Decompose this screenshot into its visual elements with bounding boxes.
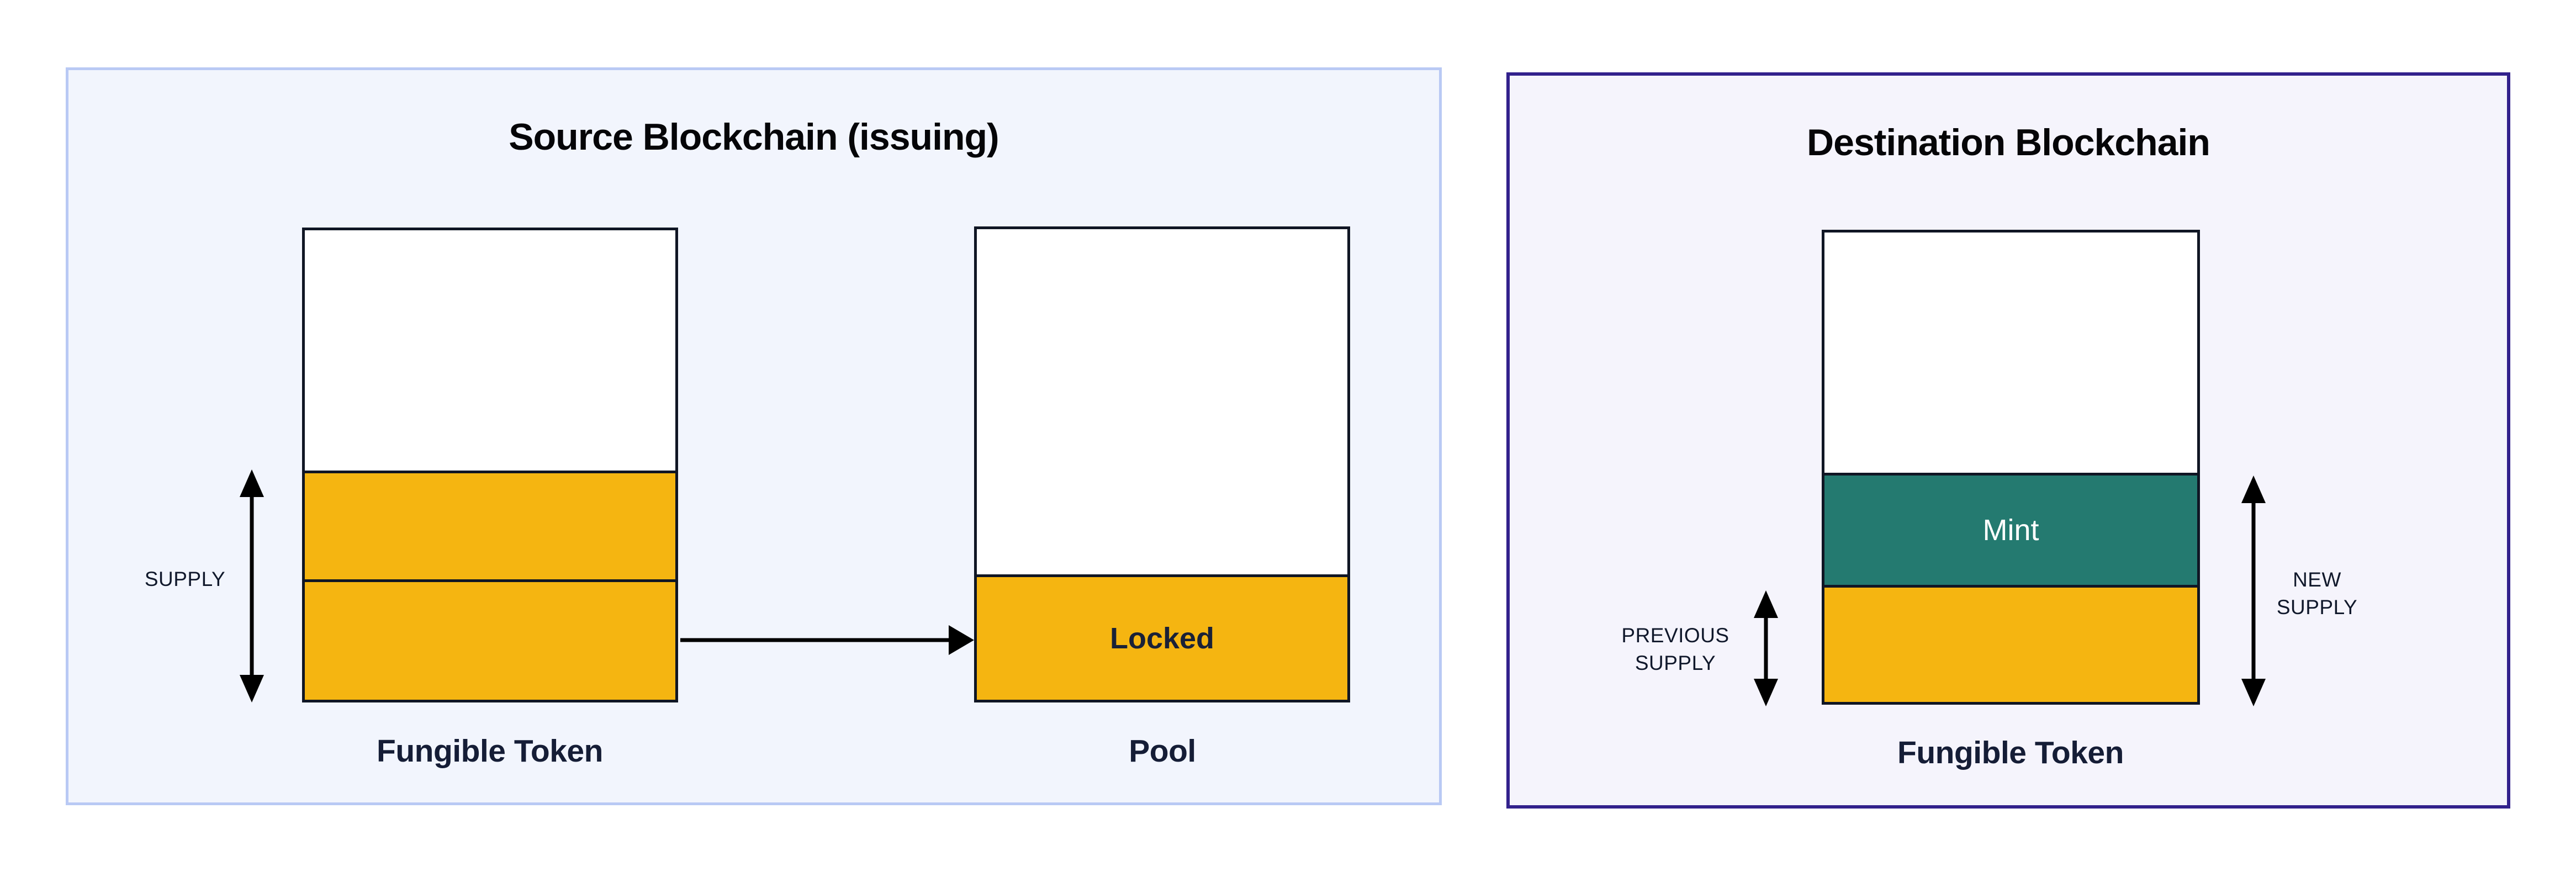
mint-band: Mint [1824, 473, 2197, 585]
source-fungible-token-box [302, 228, 678, 702]
arrow-shaft [250, 490, 254, 681]
destination-token-empty-area [1824, 233, 2197, 473]
arrow-shaft [2251, 496, 2256, 685]
arrow-right-head [949, 625, 974, 655]
arrow-down-head [2241, 679, 2266, 706]
arrow-down-head [240, 675, 264, 702]
locked-label: Locked [1109, 622, 1215, 655]
destination-panel-title: Destination Blockchain [1807, 121, 2210, 163]
source-blockchain-panel: Source Blockchain (issuing) SUPPLY Locke… [66, 67, 1442, 805]
locked-band: Locked [977, 574, 1347, 700]
destination-fungible-token-box: Mint [1822, 230, 2200, 705]
previous-supply-band [1824, 585, 2197, 702]
source-fungible-token-label: Fungible Token [377, 733, 603, 769]
pool-label: Pool [1129, 733, 1196, 769]
source-supply-upper-band [305, 471, 675, 579]
new-supply-range-arrow [2240, 476, 2267, 706]
source-supply-lower-band [305, 579, 675, 700]
pool-empty-area [977, 229, 1347, 574]
supply-label: SUPPLY [144, 568, 226, 591]
arrow-shaft [680, 638, 955, 642]
arrow-down-head [1754, 679, 1778, 706]
supply-range-arrow [239, 469, 265, 702]
new-supply-label: NEW SUPPLY [2276, 568, 2358, 619]
pool-box: Locked [974, 226, 1350, 702]
source-panel-title: Source Blockchain (issuing) [509, 116, 999, 158]
arrow-shaft [1764, 611, 1768, 685]
destination-blockchain-panel: Destination Blockchain Mint PREVIOUS SUP… [1506, 72, 2510, 809]
previous-supply-range-arrow [1753, 590, 1779, 706]
destination-fungible-token-label: Fungible Token [1897, 735, 2124, 770]
previous-supply-label: PREVIOUS SUPPLY [1621, 624, 1729, 674]
source-token-empty-area [305, 230, 675, 471]
mint-label: Mint [1982, 514, 2039, 547]
lock-transfer-arrow [680, 625, 974, 656]
